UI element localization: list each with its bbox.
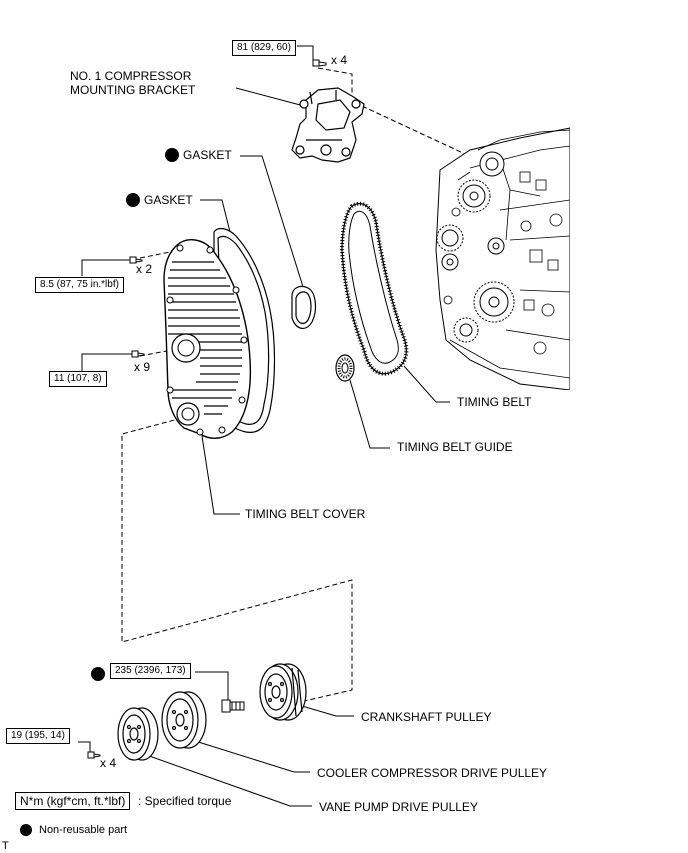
crankshaft-pulley-part <box>259 663 307 721</box>
legend-nonreusable-desc: Non-reusable part <box>39 824 128 836</box>
torque-box-crank: 235 (2396, 173) <box>110 663 191 679</box>
torque-box-pump: 19 (195, 14) <box>6 728 70 744</box>
label-cooler-compressor-drive-pulley: COOLER COMPRESSOR DRIVE PULLEY <box>317 766 548 780</box>
qty-cover-upper-bolts: x 2 <box>136 262 153 276</box>
leader-lines <box>78 45 450 807</box>
timing-belt-guide-part <box>335 354 355 382</box>
vane-pump-drive-pulley-part <box>117 707 159 761</box>
label-gasket-lower: GASKET <box>144 193 193 207</box>
qty-pump-bolts: x 4 <box>100 756 117 770</box>
nonreusable-mark-crank-bolt <box>91 667 105 681</box>
torque-box-cover-lower: 11 (107, 8) <box>49 371 107 387</box>
torque-box-cover-upper: 8.5 (87, 75 in.*lbf) <box>35 277 124 293</box>
legend-nonreusable-dot <box>20 824 32 836</box>
nonreusable-mark-gasket-lower <box>126 193 140 207</box>
cover-bolts <box>129 256 145 358</box>
label-compressor-bracket-line2: MOUNTING BRACKET <box>70 83 196 97</box>
timing-belt-cover-part <box>163 239 252 439</box>
label-gasket-upper: GASKET <box>183 148 232 162</box>
label-timing-belt-cover: TIMING BELT COVER <box>245 507 366 521</box>
corner-mark: T <box>2 840 9 852</box>
bracket-bolt <box>312 59 327 67</box>
qty-cover-lower-bolts: x 9 <box>134 360 151 374</box>
qty-bracket-bolts: x 4 <box>331 53 348 67</box>
pump-bolt <box>87 751 101 759</box>
label-timing-belt: TIMING BELT <box>457 395 532 409</box>
label-vane-pump-drive-pulley: VANE PUMP DRIVE PULLEY <box>319 800 478 814</box>
engine-block <box>435 127 570 390</box>
crank-bolt <box>221 699 245 713</box>
label-timing-belt-guide: TIMING BELT GUIDE <box>397 440 513 454</box>
cooler-compressor-drive-pulley-part <box>161 691 207 749</box>
compressor-bracket-part <box>291 87 365 163</box>
label-crankshaft-pulley: CRANKSHAFT PULLEY <box>361 710 492 724</box>
small-gasket-part <box>291 285 317 329</box>
nonreusable-mark-gasket-upper <box>165 148 179 162</box>
label-compressor-bracket-line1: NO. 1 COMPRESSOR <box>70 69 192 83</box>
torque-box-bracket: 81 (829, 60) <box>232 40 296 56</box>
timing-belt-part <box>339 201 409 376</box>
legend-torque-desc: : Specified torque <box>138 794 232 808</box>
legend-torque-unit-box: N*m (kgf*cm, ft.*lbf) <box>15 792 131 810</box>
